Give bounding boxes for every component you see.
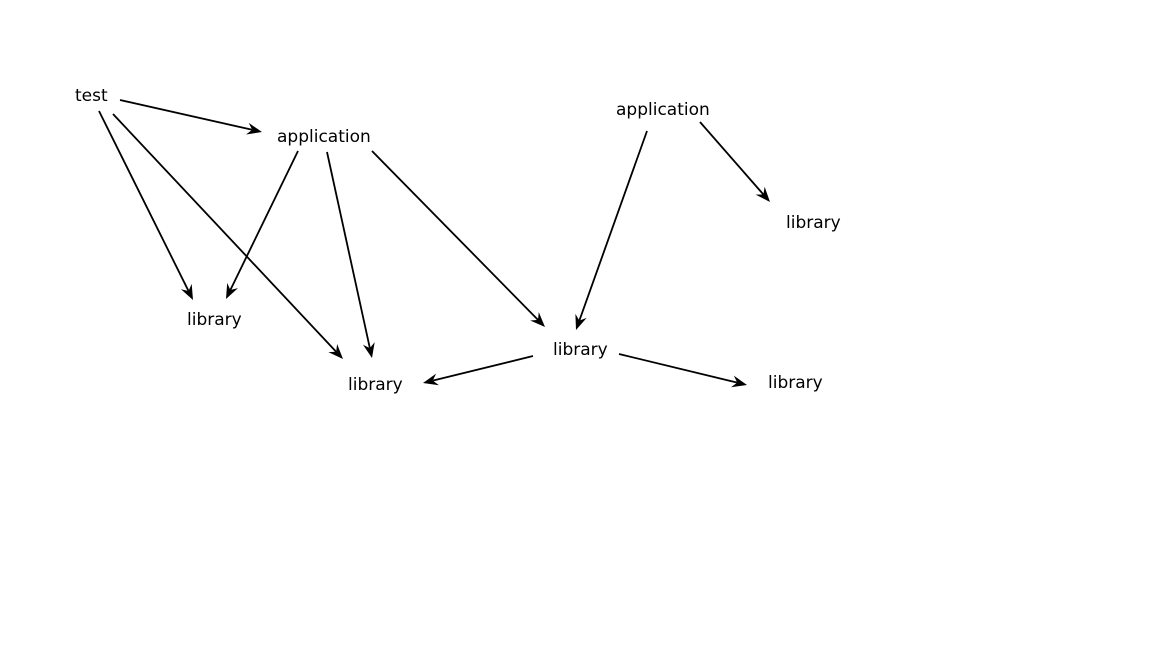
edge-line [119,99,253,131]
edge-line [699,121,765,196]
edge-test-to-lib1 [98,110,193,300]
node-library-1: library [187,310,242,330]
edge-line [229,150,299,291]
edge-app2-to-lib4 [699,121,770,202]
edge-app2-to-lib3 [575,130,648,330]
edge-line [326,151,371,349]
node-application-1: application [277,127,371,147]
edge-lib3-to-lib2 [423,355,534,386]
arrowhead-icon [731,375,747,388]
arrowhead-icon [530,312,545,327]
edge-app1-to-lib3 [371,150,545,327]
edge-line [371,150,539,321]
edge-line [578,130,648,321]
arrowhead-icon [423,373,439,386]
edge-app1-to-lib2 [326,151,375,358]
arrowhead-icon [575,313,587,330]
arrowhead-icon [180,283,193,300]
edge-line [98,110,190,292]
arrowhead-icon [328,343,343,359]
node-test: test [75,86,108,106]
arrowhead-icon [246,122,262,135]
edge-test-to-lib2 [112,113,343,359]
node-library-3: library [553,340,608,360]
edge-line [432,355,534,382]
node-application-2: application [616,100,710,120]
arrowhead-icon [362,342,375,358]
edge-line [618,353,738,384]
arrowhead-icon [226,282,238,299]
arrowhead-icon [755,186,770,202]
node-library-4: library [786,213,841,233]
edge-test-to-app1 [119,99,262,135]
node-library-2: library [348,375,403,395]
edge-app1-to-lib1 [226,150,299,299]
edge-line [112,113,337,353]
edge-lib3-to-lib5 [618,353,747,388]
node-library-5: library [768,373,823,393]
